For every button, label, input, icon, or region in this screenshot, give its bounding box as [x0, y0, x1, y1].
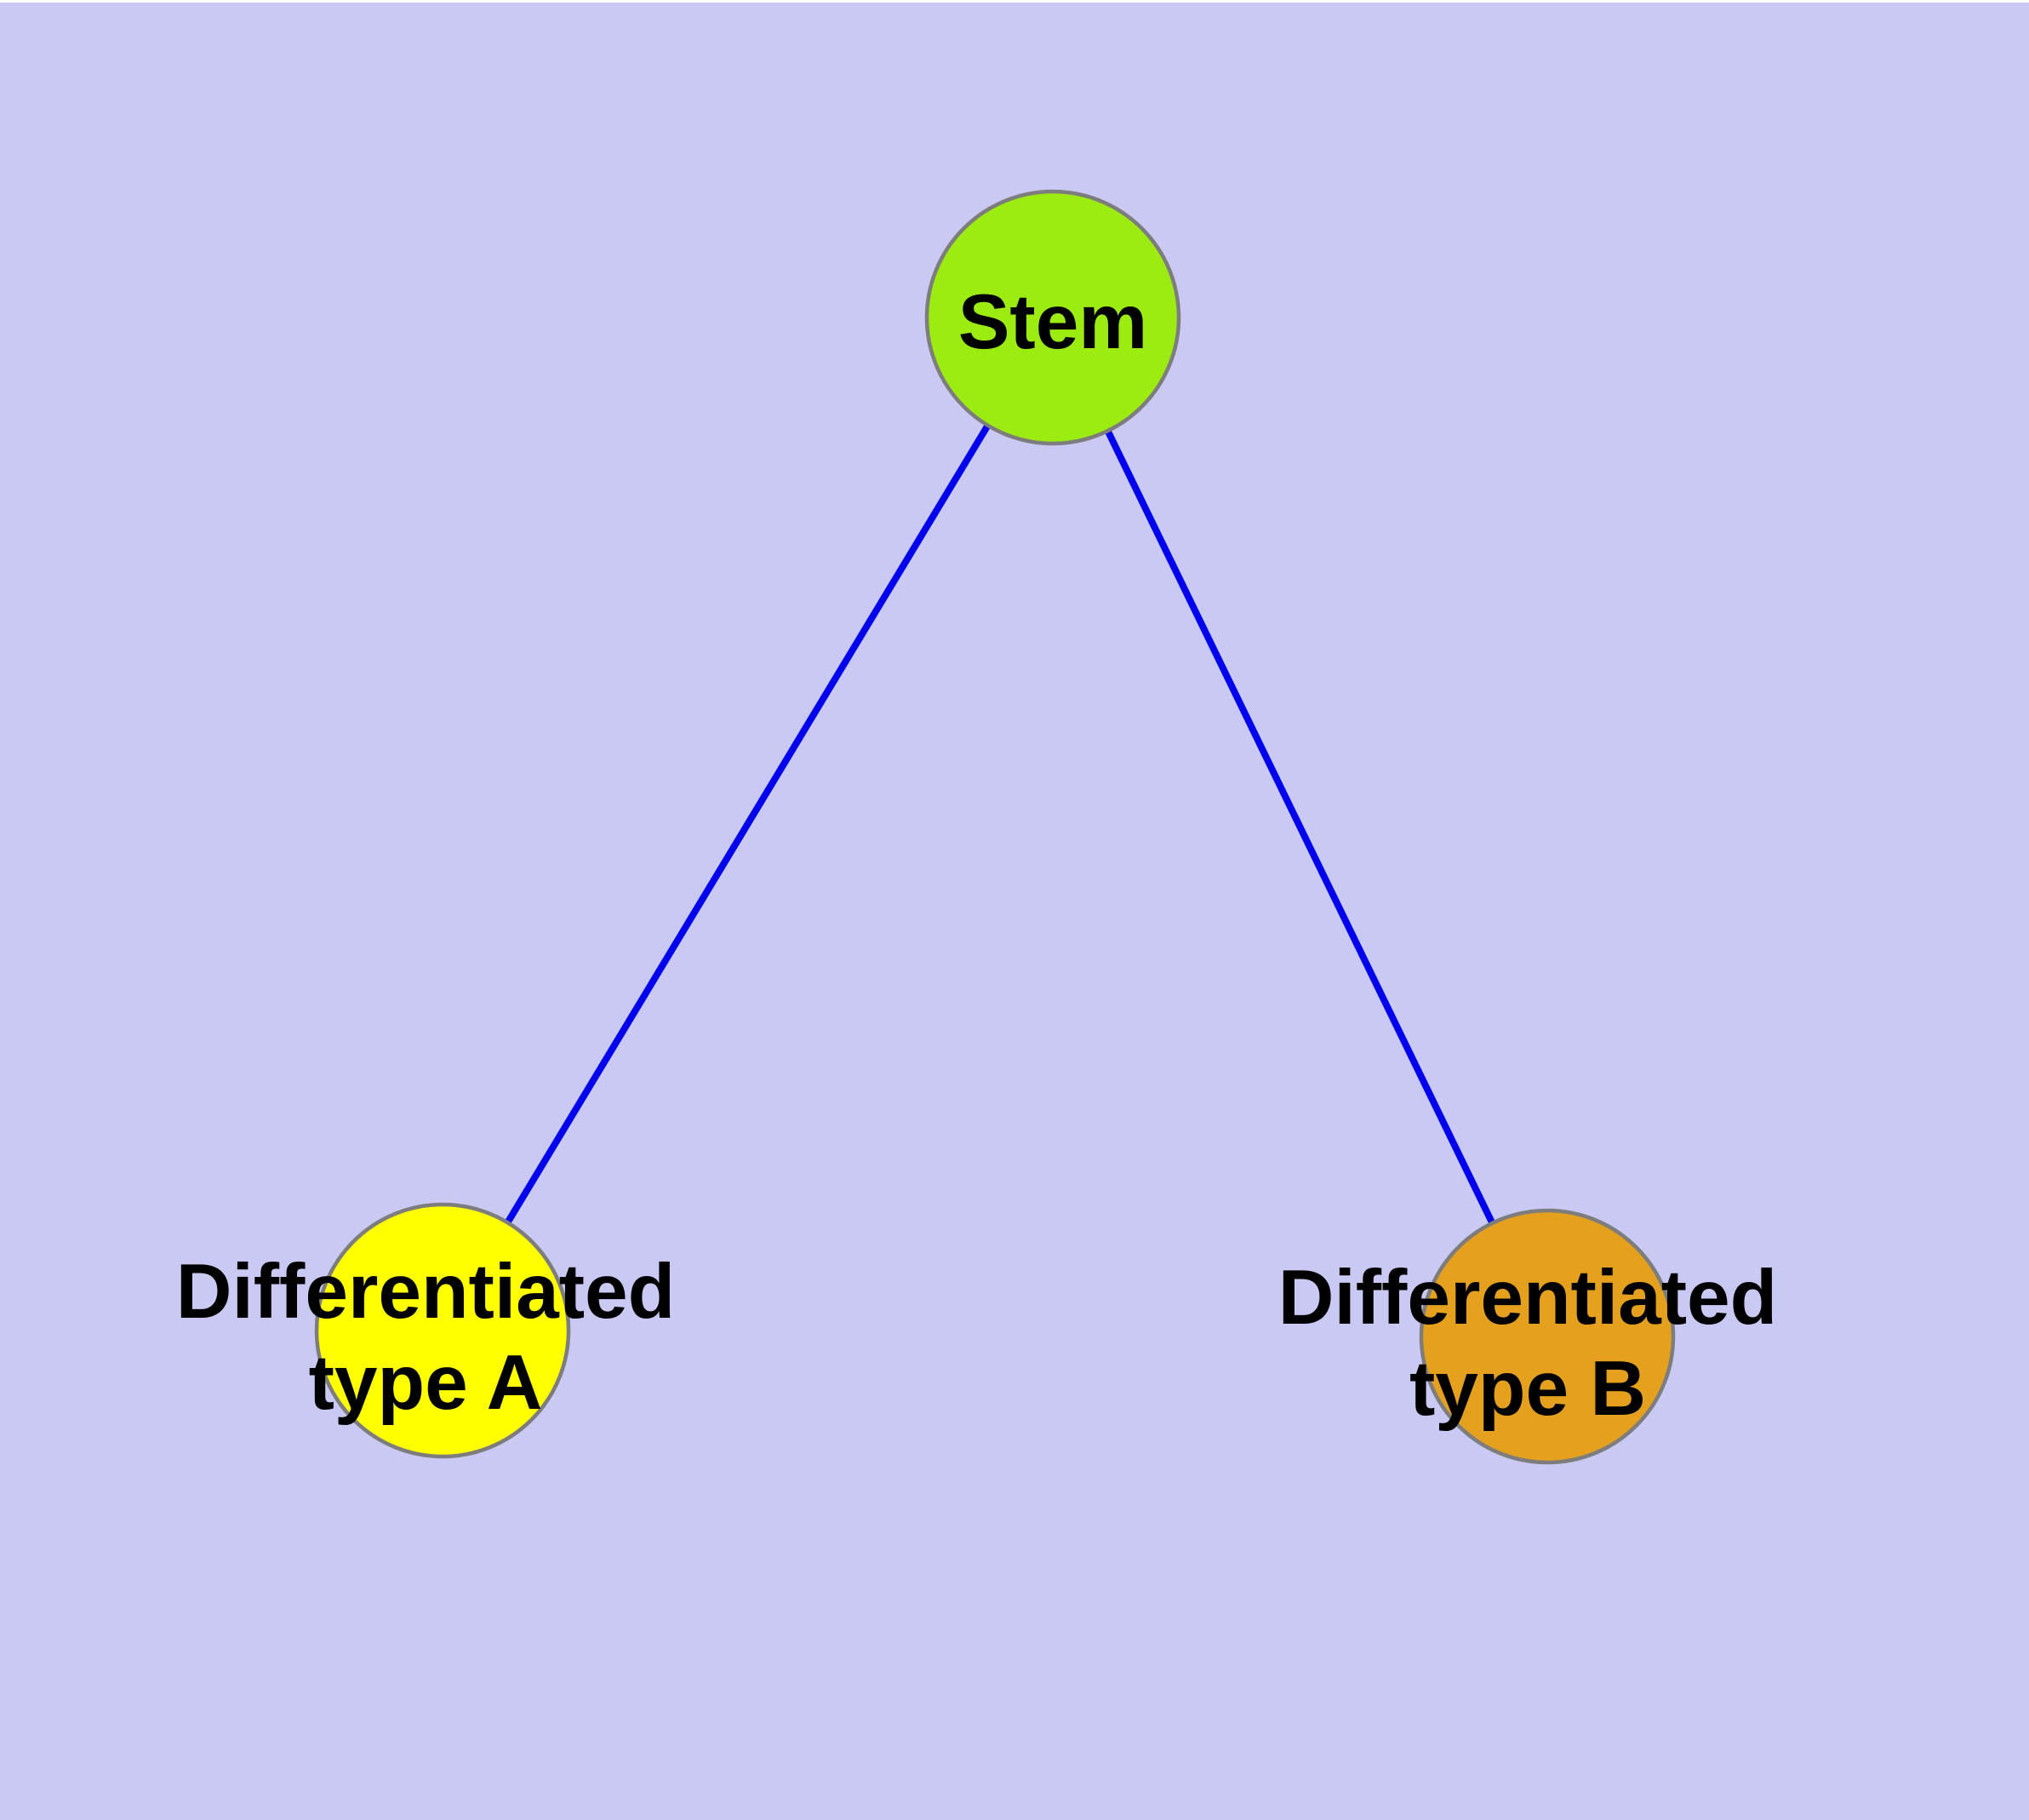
stem-node: [924, 189, 1181, 446]
edge-stem-to-type-a: [439, 315, 1056, 1333]
type-b-label-line-1: Differentiated: [1278, 1255, 1778, 1341]
type-a-node: [314, 1202, 571, 1459]
stem-node-label: Stem: [958, 279, 1148, 365]
type-b-label-line-2: type B: [1409, 1346, 1646, 1432]
type-b-node: [1419, 1208, 1676, 1465]
edge-stem-to-type-b: [1049, 316, 1551, 1338]
type-a-label-line-1: Differentiated: [176, 1249, 676, 1335]
type-a-label-line-2: type A: [309, 1340, 543, 1426]
